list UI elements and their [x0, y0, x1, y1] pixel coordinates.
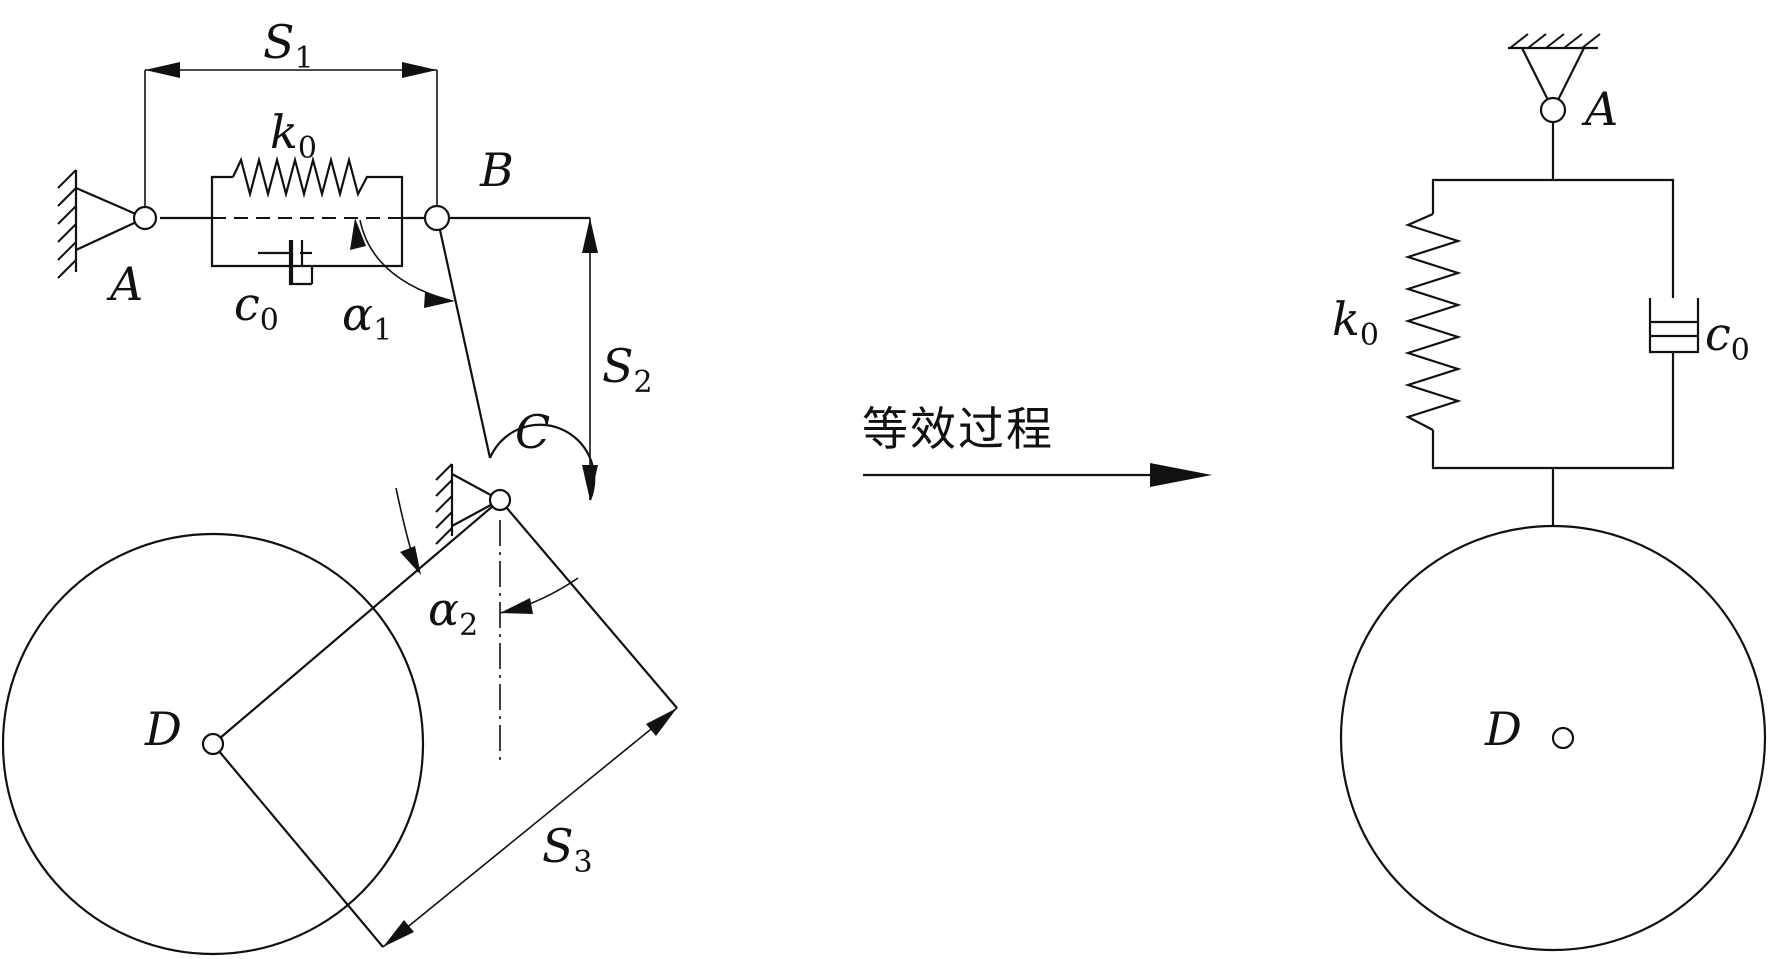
damper-c0	[258, 240, 314, 286]
transition-arrowhead	[1150, 463, 1212, 487]
arm-c-outward	[499, 499, 678, 709]
label-s3: S3	[542, 819, 593, 880]
arm-c-to-d	[212, 499, 501, 745]
wheel-d-right	[1339, 524, 1767, 952]
alpha1-angle	[350, 218, 455, 308]
spring-damper-box	[210, 155, 404, 286]
alpha2-angle	[395, 487, 579, 614]
ground-support-a	[57, 169, 146, 279]
left-mechanism: S1 k0 B A c0 α1 S2 C α2 D S3	[1, 15, 678, 956]
label-c0-left: c0	[234, 277, 279, 338]
pivot-c	[435, 423, 596, 765]
label-c0-right: c0	[1705, 307, 1750, 368]
label-a-left: A	[106, 257, 143, 311]
pin-c	[488, 488, 512, 512]
label-b: B	[479, 143, 514, 197]
pin-a	[132, 205, 158, 231]
pin-a-right	[1539, 96, 1567, 124]
frame-top	[1431, 178, 1675, 298]
label-k0-left: k0	[270, 105, 317, 166]
arm-d-outward	[212, 743, 384, 948]
s3-dimension	[382, 707, 678, 948]
damper-c0-right	[1648, 298, 1700, 360]
spring-k0-right	[1404, 212, 1462, 431]
pin-b	[423, 204, 451, 232]
spring-k0	[232, 155, 404, 218]
lever-b-to-c	[438, 229, 492, 459]
transition: 等效过程	[862, 402, 1212, 487]
label-c: C	[515, 405, 550, 459]
label-k0-right: k0	[1332, 292, 1379, 353]
label-s2: S2	[602, 339, 653, 400]
label-s1: S1	[263, 15, 314, 76]
s1-dimension	[144, 62, 438, 212]
label-alpha1: α1	[342, 287, 392, 348]
wheel-d	[1, 532, 425, 956]
label-d-left: D	[144, 702, 182, 756]
transition-label: 等效过程	[862, 402, 1054, 456]
frame-bottom	[1431, 360, 1675, 470]
label-a-right: A	[1581, 82, 1618, 136]
pin-d-right	[1551, 726, 1575, 750]
label-d-right: D	[1484, 702, 1522, 756]
pin-d	[201, 732, 225, 756]
label-alpha2: α2	[428, 582, 478, 643]
right-equivalent: A k0 c0 D	[1332, 33, 1767, 952]
